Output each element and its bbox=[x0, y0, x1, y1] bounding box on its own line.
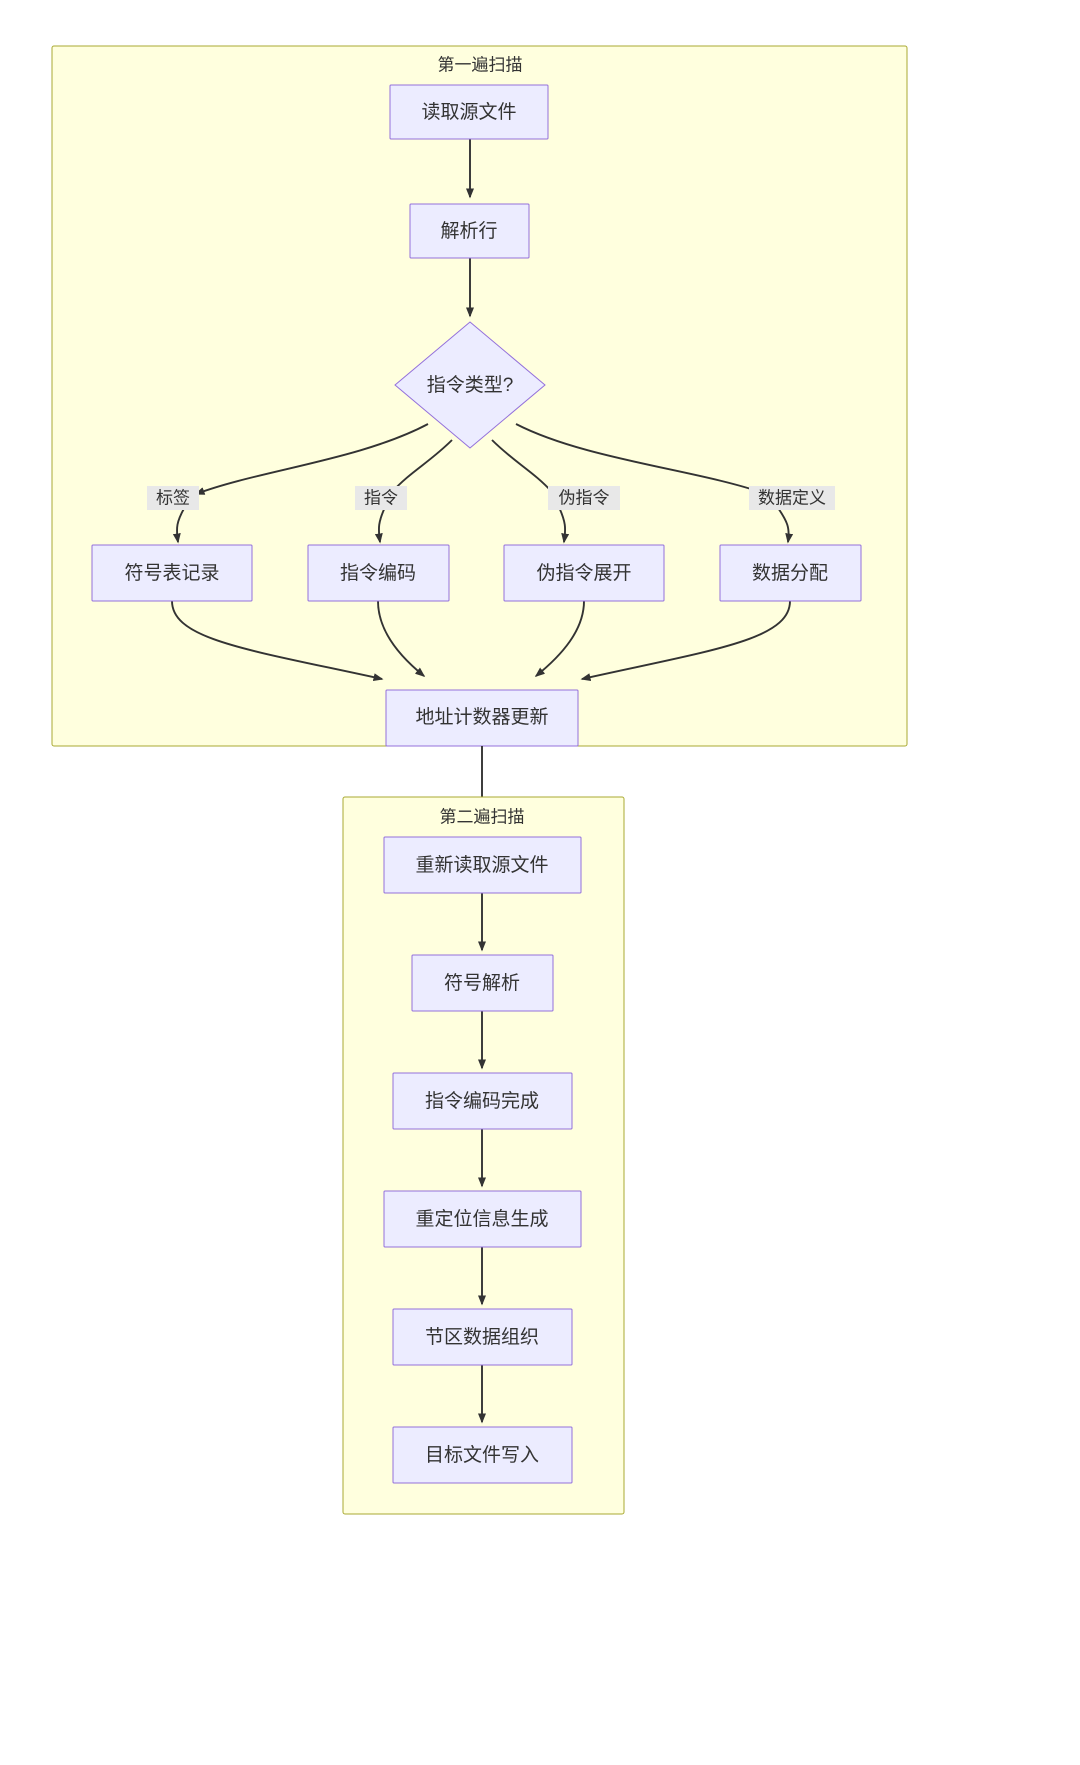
node-data_alloc-box[interactable] bbox=[719, 544, 862, 602]
node-section_org-box[interactable] bbox=[392, 1308, 573, 1366]
node-addr_update-label: 地址计数器更新 bbox=[415, 706, 548, 728]
node-instr_type-label: 指令类型? bbox=[427, 374, 514, 396]
node-sym_resolve-box[interactable] bbox=[411, 954, 554, 1012]
edge-data_alloc-addr_update bbox=[580, 600, 791, 682]
node-obj_write-label: 目标文件写入 bbox=[425, 1444, 539, 1466]
node-read_src-label: 读取源文件 bbox=[421, 101, 516, 123]
node-pseudo_exp[interactable]: 伪指令展开 bbox=[503, 544, 665, 602]
node-reloc_gen[interactable]: 重定位信息生成 bbox=[383, 1190, 582, 1248]
cluster-pass2: 第二遍扫描 bbox=[342, 796, 625, 1515]
node-instr_type-diamond[interactable] bbox=[394, 321, 546, 449]
node-enc_done-label: 指令编码完成 bbox=[425, 1090, 539, 1112]
node-obj_write-box[interactable] bbox=[392, 1426, 573, 1484]
node-data_alloc-label: 数据分配 bbox=[752, 562, 828, 584]
node-data_alloc[interactable]: 数据分配 bbox=[719, 544, 862, 602]
node-reloc_gen-label: 重定位信息生成 bbox=[415, 1208, 548, 1230]
edge-label-bg-zhiling bbox=[355, 486, 407, 510]
node-symtab-box[interactable] bbox=[91, 544, 253, 602]
edge-label-weizhiling: 伪指令 bbox=[559, 488, 610, 507]
edge-label-bg-biaoqian bbox=[147, 486, 199, 510]
node-parse_line-box[interactable] bbox=[409, 203, 530, 259]
cluster-pass2-box bbox=[342, 796, 625, 1515]
edge-label-bg-shujudingyi bbox=[749, 486, 835, 510]
node-symtab-label: 符号表记录 bbox=[124, 562, 219, 584]
node-reread_src-box[interactable] bbox=[383, 836, 582, 894]
edge-label-bg-weizhiling bbox=[548, 486, 620, 510]
node-read_src-box[interactable] bbox=[389, 84, 549, 140]
node-reloc_gen-box[interactable] bbox=[383, 1190, 582, 1248]
node-pseudo_exp-label: 伪指令展开 bbox=[536, 562, 631, 584]
node-obj_write[interactable]: 目标文件写入 bbox=[392, 1426, 573, 1484]
node-section_org-label: 节区数据组织 bbox=[425, 1326, 539, 1348]
node-instr_type[interactable]: 指令类型? bbox=[394, 321, 546, 449]
edge-pseudo_exp-addr_update bbox=[534, 600, 585, 677]
edge-labels-pass1: 标签 指令 伪指令 数据定义 bbox=[147, 486, 835, 510]
cluster-pass1-title: 第一遍扫描 bbox=[438, 55, 523, 74]
node-parse_line[interactable]: 解析行 bbox=[409, 203, 530, 259]
node-parse_line-label: 解析行 bbox=[440, 220, 497, 242]
node-enc_done[interactable]: 指令编码完成 bbox=[392, 1072, 573, 1130]
edge-symtab-addr_update bbox=[171, 600, 384, 682]
edge-instr_type-data_alloc-upper bbox=[515, 423, 767, 495]
edge-label-zhiling: 指令 bbox=[364, 488, 398, 507]
node-pseudo_exp-box[interactable] bbox=[503, 544, 665, 602]
edge-instr_type-symtab-upper bbox=[194, 423, 429, 495]
node-instr_enc[interactable]: 指令编码 bbox=[307, 544, 450, 602]
edge-label-shujudingyi: 数据定义 bbox=[758, 488, 826, 507]
edge-instr_enc-addr_update bbox=[377, 600, 426, 677]
node-instr_enc-box[interactable] bbox=[307, 544, 450, 602]
node-reread_src-label: 重新读取源文件 bbox=[415, 854, 548, 876]
edge-instr_type-pseudo_exp-upper bbox=[491, 439, 553, 493]
edge-label-biaoqian: 标签 bbox=[156, 488, 190, 507]
cluster-pass2-title: 第二遍扫描 bbox=[440, 807, 525, 826]
node-reread_src[interactable]: 重新读取源文件 bbox=[383, 836, 582, 894]
node-sym_resolve-label: 符号解析 bbox=[444, 972, 520, 994]
node-read_src[interactable]: 读取源文件 bbox=[389, 84, 549, 140]
node-symtab[interactable]: 符号表记录 bbox=[91, 544, 253, 602]
node-sym_resolve[interactable]: 符号解析 bbox=[411, 954, 554, 1012]
node-section_org[interactable]: 节区数据组织 bbox=[392, 1308, 573, 1366]
node-addr_update[interactable]: 地址计数器更新 bbox=[385, 689, 579, 747]
node-enc_done-box[interactable] bbox=[392, 1072, 573, 1130]
node-instr_enc-label: 指令编码 bbox=[340, 562, 416, 584]
